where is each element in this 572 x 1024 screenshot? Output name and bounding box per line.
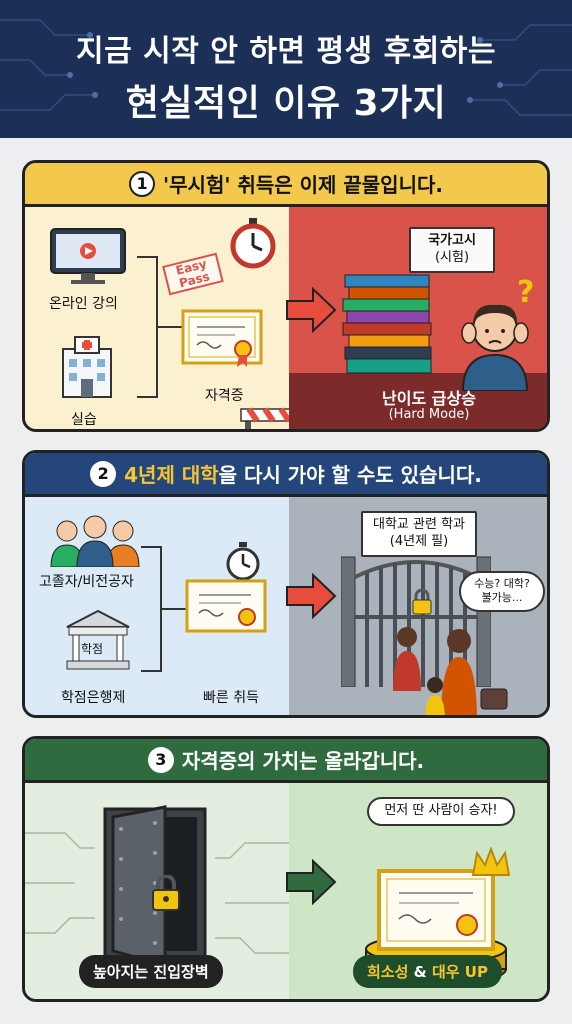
panel-3-title: 자격증의 가치는 올라갑니다. xyxy=(181,749,425,773)
panel-3-right-scene: 먼저 딴 사람이 승자! 희소성 & 대우 UP xyxy=(286,783,547,999)
practice-label: 실습 xyxy=(71,412,97,428)
hard-mode-label: (Hard Mode) xyxy=(388,407,470,422)
connector-lines xyxy=(137,256,185,398)
circuit-pattern-icon xyxy=(0,19,572,116)
lock-icon xyxy=(412,589,432,615)
certificate-icon xyxy=(181,309,263,367)
scarcity-reward-badge: 희소성 & 대우 UP xyxy=(353,955,502,988)
panel-2-title: 을 다시 가야 할 수도 있습니다. xyxy=(218,463,482,487)
panel-1-title: '무시험' 취득은 이제 끝물입니다. xyxy=(163,173,443,197)
exam-line2: (시험) xyxy=(434,249,470,265)
people-icon xyxy=(50,515,140,567)
building-text: 학점 xyxy=(81,642,104,656)
crown-icon xyxy=(471,847,511,876)
fast-acquisition-label: 빠른 취득 xyxy=(203,690,259,706)
panel-2-title-highlight: 4년제 대학 xyxy=(124,463,219,487)
family-icon xyxy=(393,627,508,715)
vault-door-icon xyxy=(103,805,207,967)
reason-panel-3: 3 자격증의 가치는 올라갑니다. 높아지는 진입장벽 xyxy=(22,736,550,1002)
stressed-person-icon xyxy=(461,304,529,391)
treatment-up-text: 대우 UP xyxy=(431,963,488,981)
credit-bank-label: 학점은행제 xyxy=(61,690,126,706)
sign-line2: (4년제 필) xyxy=(389,533,449,549)
panel-2-number-badge: 2 xyxy=(90,460,117,487)
panel-1-title-bar: 1 '무시험' 취득은 이제 끝물입니다. xyxy=(25,163,547,207)
stopwatch-icon xyxy=(226,542,260,581)
certificate-icon xyxy=(185,579,267,633)
stopwatch-icon xyxy=(230,218,276,269)
rising-barrier-badge: 높아지는 진입장벽 xyxy=(79,955,223,988)
panel-3-left-scene: 높아지는 진입장벽 xyxy=(25,783,289,999)
arrow-right-icon xyxy=(286,859,337,905)
non-major-label: 고졸자/비전공자 xyxy=(39,574,134,590)
reason-panel-1: 1 '무시험' 취득은 이제 끝물입니다. 온라인 강의 실습 xyxy=(22,160,550,432)
panel-2-left-scene: 고졸자/비전공자 학점 학점은행제 빠른 취득 xyxy=(25,497,289,715)
national-exam-paper: 국가고시 (시험) xyxy=(409,227,495,273)
header-banner: 지금 시작 안 하면 평생 후회하는 현실적인 이유 3가지 xyxy=(0,0,572,138)
exam-line1: 국가고시 xyxy=(428,233,476,248)
difficulty-surge-label: 난이도 급상승 xyxy=(382,389,476,408)
panel-3-number-badge: 3 xyxy=(147,746,174,773)
amp-text: & xyxy=(408,963,432,981)
bank-building-icon xyxy=(66,609,130,670)
cert-label: 자격증 xyxy=(205,388,244,404)
circuit-pattern-icon xyxy=(25,832,289,954)
hospital-icon xyxy=(62,336,112,398)
certificate-icon xyxy=(377,869,495,951)
scarcity-text: 희소성 xyxy=(367,963,409,981)
arrow-right-icon xyxy=(286,573,337,619)
lock-icon xyxy=(152,875,180,911)
winner-speech-bubble: 먼저 딴 사람이 승자! xyxy=(367,797,515,826)
online-lecture-label: 온라인 강의 xyxy=(49,296,118,312)
connector-lines xyxy=(141,546,189,672)
book-stack-icon xyxy=(342,274,432,374)
thought-line1: 수능? 대학? xyxy=(474,577,530,590)
sign-line1: 대학교 관련 학과 xyxy=(373,517,465,532)
department-sign: 대학교 관련 학과 (4년제 필) xyxy=(361,511,477,557)
thought-line2: 불가능... xyxy=(481,591,523,605)
header-title-line1: 지금 시작 안 하면 평생 후회하는 xyxy=(75,34,497,69)
panel-2-right-scene: 대학교 관련 학과 (4년제 필) 수능? 대학? 불가능... xyxy=(286,497,547,715)
monitor-icon xyxy=(50,228,126,284)
panel-1-left-scene: 온라인 강의 실습 Easy Pass xyxy=(25,207,330,429)
thought-bubble: 수능? 대학? 불가능... xyxy=(459,571,545,612)
arrow-right-icon xyxy=(286,287,337,333)
panel-3-title-bar: 3 자격증의 가치는 올라갑니다. xyxy=(25,739,547,783)
header-title-line2: 현실적인 이유 3가지 xyxy=(125,83,447,124)
panel-1-number-badge: 1 xyxy=(129,170,156,197)
question-mark: ? xyxy=(517,275,535,310)
panel-1-right-scene: 국가고시 (시험) ? 난이도 급상승 (Hard Mode) xyxy=(286,207,547,429)
